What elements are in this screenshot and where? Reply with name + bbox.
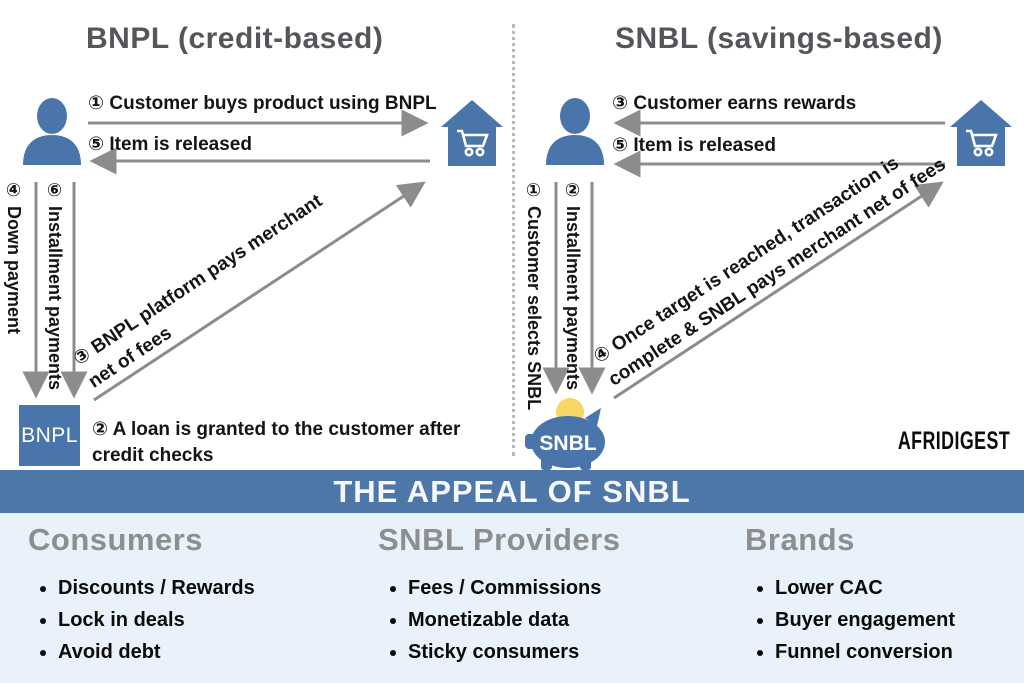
customer-icon-left <box>23 98 81 165</box>
list-item: Fees / Commissions <box>408 572 620 604</box>
snbl-piggy-bank-icon: SNBL <box>525 398 605 470</box>
step-installment-payments-left: ⑥ Installment payments <box>45 180 65 391</box>
appeal-section-background <box>0 513 1024 683</box>
afridigest-logo: AFRIDIGEST <box>897 427 1010 455</box>
left-panel-title: BNPL (credit-based) <box>86 22 384 55</box>
list-item: Buyer engagement <box>775 604 955 636</box>
list-item: Lock in deals <box>58 604 255 636</box>
step-customer-buys: ① Customer buys product using BNPL <box>88 93 437 114</box>
panel-divider <box>512 24 515 456</box>
list-item: Monetizable data <box>408 604 620 636</box>
merchant-store-icon-left <box>441 100 503 166</box>
list-item: Lower CAC <box>775 572 955 604</box>
list-item: Avoid debt <box>58 636 255 668</box>
appeal-banner: THE APPEAL OF SNBL <box>0 470 1024 513</box>
snbl-providers-header: SNBL Providers <box>378 522 621 557</box>
brands-header: Brands <box>745 522 855 557</box>
arrow-snbl-pays-merchant <box>613 181 944 400</box>
arrows-layer <box>22 109 945 402</box>
bnpl-platform-box: BNPL <box>19 405 80 466</box>
list-item: Funnel conversion <box>775 636 955 668</box>
brands-list: Lower CAC Buyer engagement Funnel conver… <box>745 572 955 668</box>
step-item-released-right: ⑤ Item is released <box>612 135 776 156</box>
appeal-column-consumers: Consumers Discounts / Rewards Lock in de… <box>28 522 255 668</box>
appeal-banner-title: THE APPEAL OF SNBL <box>333 473 691 509</box>
list-item: Sticky consumers <box>408 636 620 668</box>
list-item: Discounts / Rewards <box>58 572 255 604</box>
merchant-store-icon-right <box>950 100 1012 166</box>
customer-icon-right <box>546 98 604 165</box>
step-item-released-left: ⑤ Item is released <box>88 134 252 155</box>
right-panel-title: SNBL (savings-based) <box>615 22 943 55</box>
arrow-platform-pays-merchant <box>93 181 426 402</box>
step-installment-payments-right: ② Installment payments <box>563 180 583 391</box>
consumers-header: Consumers <box>28 522 204 557</box>
snbl-providers-list: Fees / Commissions Monetizable data Stic… <box>378 572 620 668</box>
step-down-payment: ④ Down payment <box>4 180 24 335</box>
appeal-column-snbl-providers: SNBL Providers Fees / Commissions Moneti… <box>378 522 620 668</box>
step-loan-granted: ② A loan is granted to the customer afte… <box>92 419 461 466</box>
step-customer-earns-rewards: ③ Customer earns rewards <box>612 93 857 114</box>
appeal-column-brands: Brands Lower CAC Buyer engagement Funnel… <box>745 522 955 668</box>
consumers-list: Discounts / Rewards Lock in deals Avoid … <box>28 572 255 668</box>
step-customer-selects-snbl: ① Customer selects SNBL <box>524 180 544 411</box>
snbl-piggy-label: SNBL <box>539 432 596 455</box>
